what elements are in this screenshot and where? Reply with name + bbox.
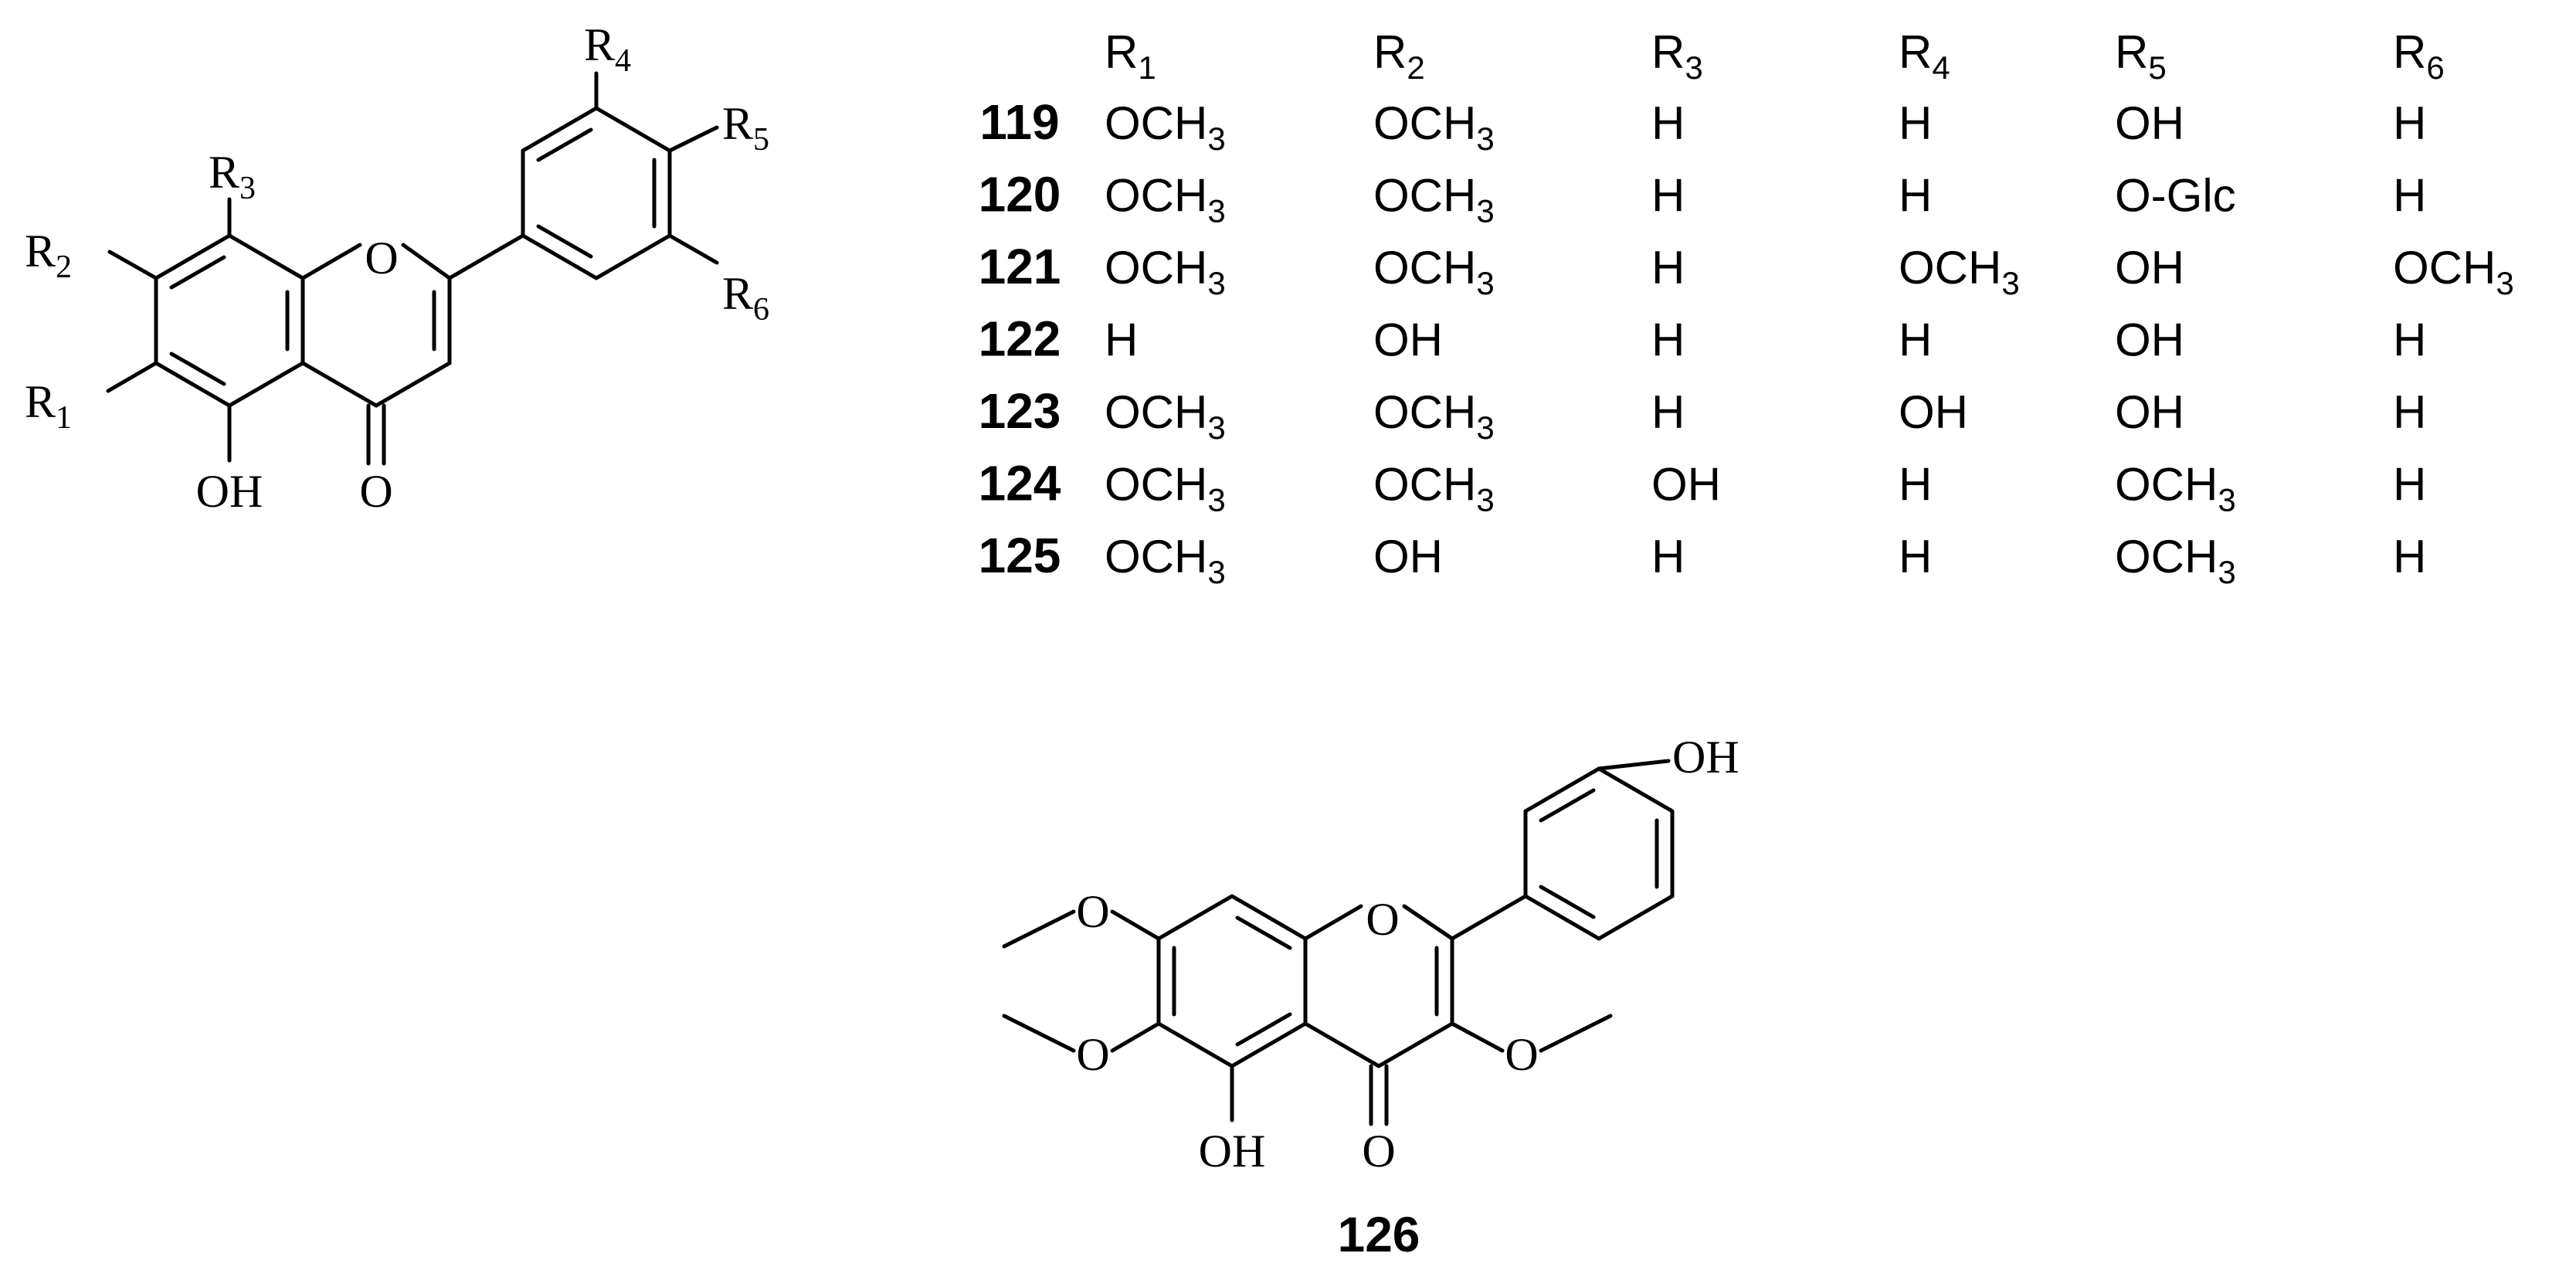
- table-cell-123-r1: OCH3: [1105, 386, 1226, 446]
- general-structure-bonds: [106, 71, 719, 466]
- table-cell-121-r2: OCH3: [1373, 242, 1495, 301]
- table-cell-121-r6: OCH3: [2393, 242, 2514, 301]
- table-cell-125-r5: OCH3: [2115, 531, 2236, 590]
- compound-126-label: 126: [1338, 1207, 1420, 1262]
- hydroxyl-5-label: OH: [1199, 1126, 1266, 1177]
- table-cell-121-r5: OH: [2115, 242, 2184, 294]
- carbonyl-oxygen-126: O: [1362, 1126, 1395, 1177]
- table-cell-123-r4: OH: [1899, 386, 1968, 438]
- table-cell-124-r5: OCH3: [2115, 459, 2236, 518]
- compound-id-119: 119: [979, 94, 1059, 150]
- table-cell-120-r4: H: [1899, 170, 1932, 222]
- compound-id-121: 121: [979, 239, 1061, 294]
- column-header-r4: R4: [1899, 26, 1950, 86]
- column-header-r1: R1: [1105, 26, 1156, 86]
- table-cell-125-r1: OCH3: [1105, 531, 1226, 590]
- table-cell-125-r4: H: [1899, 531, 1932, 582]
- hydroxyl-4p-label: OH: [1672, 732, 1739, 783]
- table-cell-124-r1: OCH3: [1105, 459, 1226, 518]
- ring-oxygen-126: O: [1366, 894, 1399, 945]
- compound-id-125: 125: [979, 528, 1061, 583]
- r6-label: R6: [722, 268, 769, 328]
- table-cell-122-r6: H: [2393, 314, 2426, 366]
- r1-label: R1: [25, 376, 72, 436]
- table-cell-120-r1: OCH3: [1105, 170, 1226, 229]
- compound-id-120: 120: [979, 167, 1061, 222]
- table-cell-123-r6: H: [2393, 386, 2426, 438]
- methoxy-6-oxygen: O: [1076, 1029, 1109, 1080]
- r4-label: R4: [584, 19, 631, 79]
- column-header-r3: R3: [1651, 26, 1703, 86]
- hydroxyl-label: OH: [196, 466, 263, 517]
- table-cell-120-r6: H: [2393, 170, 2426, 222]
- table-cell-119-r6: H: [2393, 97, 2426, 149]
- table-cell-124-r6: H: [2393, 459, 2426, 511]
- table-cell-119-r5: OH: [2115, 97, 2184, 149]
- table-cell-123-r3: H: [1651, 386, 1685, 438]
- compound-id-124: 124: [979, 456, 1061, 511]
- r3-label: R3: [209, 147, 256, 206]
- table-cell-123-r5: OH: [2115, 386, 2184, 438]
- table-cell-125-r2: OH: [1373, 531, 1443, 582]
- table-cell-120-r5: O-Glc: [2115, 170, 2236, 222]
- table-cell-125-r6: H: [2393, 531, 2426, 582]
- compound-126-structure: O O OH OH O O O 126: [1002, 732, 1739, 1262]
- table-cell-124-r3: OH: [1651, 459, 1721, 511]
- table-cell-119-r2: OCH3: [1373, 97, 1495, 157]
- column-header-r5: R5: [2115, 26, 2167, 86]
- table-cell-120-r2: OCH3: [1373, 170, 1495, 229]
- table-cell-122-r4: H: [1899, 314, 1932, 366]
- table-cell-123-r2: OCH3: [1373, 386, 1495, 446]
- table-cell-121-r3: H: [1651, 242, 1685, 294]
- table-cell-119-r1: OCH3: [1105, 97, 1226, 157]
- table-cell-121-r4: OCH3: [1899, 242, 2020, 301]
- general-flavone-structure: O O OH R3 R2 R1 R4 R5 R6: [25, 19, 769, 517]
- table-cell-122-r1: H: [1105, 314, 1138, 366]
- methoxy-7-oxygen: O: [1076, 886, 1109, 937]
- table-cell-122-r3: H: [1651, 314, 1685, 366]
- compound-id-122: 122: [979, 311, 1061, 367]
- table-cell-120-r3: H: [1651, 170, 1685, 222]
- column-header-r6: R6: [2393, 26, 2445, 86]
- carbonyl-oxygen: O: [359, 466, 392, 517]
- table-cell-122-r2: OH: [1373, 314, 1443, 366]
- methoxy-3-oxygen: O: [1505, 1029, 1538, 1080]
- table-cell-119-r3: H: [1651, 97, 1685, 149]
- compound-id-123: 123: [979, 383, 1061, 439]
- r5-label: R5: [722, 98, 769, 158]
- compound-126-bonds: [1002, 759, 1675, 1126]
- table-cell-122-r5: OH: [2115, 314, 2184, 366]
- table-cell-121-r1: OCH3: [1105, 242, 1226, 301]
- table-cell-125-r3: H: [1651, 531, 1685, 582]
- r2-label: R2: [25, 226, 72, 285]
- column-header-r2: R2: [1373, 26, 1425, 86]
- table-cell-124-r2: OCH3: [1373, 459, 1495, 518]
- ring-oxygen: O: [365, 233, 398, 284]
- table-cell-124-r4: H: [1899, 459, 1932, 511]
- table-cell-119-r4: H: [1899, 97, 1932, 149]
